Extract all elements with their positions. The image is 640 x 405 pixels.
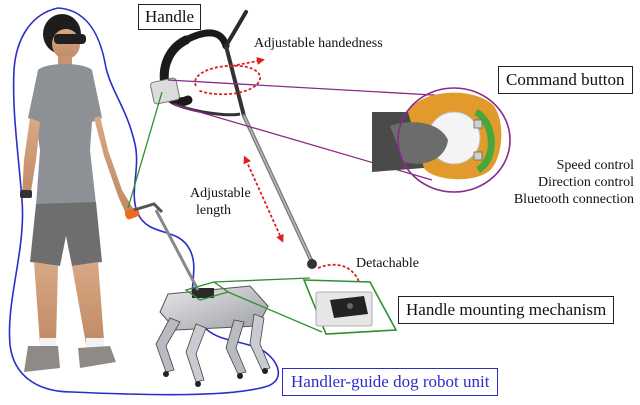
person-icon — [20, 14, 134, 372]
speed-control-label: Speed control — [556, 158, 634, 173]
handedness-rotation-arrow — [194, 57, 265, 96]
human-outline — [8, 7, 280, 396]
handle-label: Handle — [138, 4, 202, 31]
quadruped-robot-dog-icon — [155, 285, 271, 387]
direction-control-label: Direction control — [537, 175, 634, 190]
handler-guide-dog-robot-unit-label: Handler-guide dog robot unit — [282, 368, 499, 397]
adjustable-length-label-line2: length — [196, 203, 231, 218]
mounting-callout — [127, 91, 398, 335]
held-handle-icon — [124, 202, 200, 291]
adjustable-length-label-line1: Adjustable — [190, 186, 251, 201]
handle-mounting-mechanism-label: Handle mounting mechanism — [398, 296, 615, 325]
bluetooth-connection-label: Bluetooth connection — [513, 192, 634, 207]
command-button-callout — [167, 79, 511, 193]
detachable-label: Detachable — [356, 256, 419, 271]
guide-handle-pole-icon — [150, 10, 317, 269]
command-button-label: Command button — [498, 66, 633, 95]
length-adjust-arrow — [243, 155, 284, 243]
adjustable-handedness-label: Adjustable handedness — [254, 36, 383, 51]
